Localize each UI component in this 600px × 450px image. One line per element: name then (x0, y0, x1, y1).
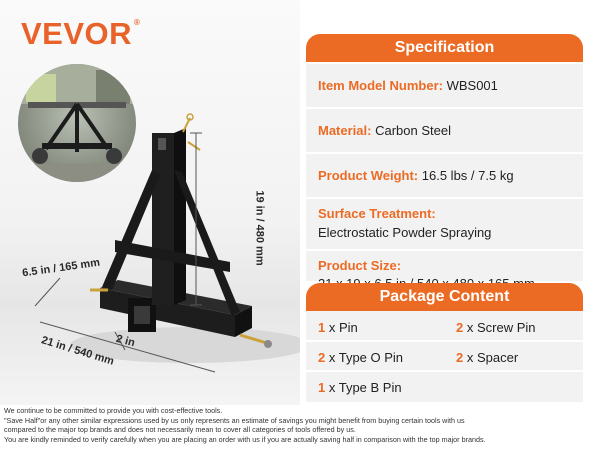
package-content-list: 1 x Pin 2 x Screw Pin 2 x Type O Pin 2 x… (306, 311, 583, 402)
height-dimension-label: 19 in / 480 mm (253, 190, 266, 266)
package-item: 2 x Type O Pin (318, 350, 404, 365)
spec-row-material: Material: Carbon Steel (306, 109, 583, 152)
hitch-product-image (34, 113, 300, 373)
spec-row-size-value (306, 270, 583, 281)
divider (306, 370, 583, 372)
spec-value: WBS001 (446, 78, 498, 93)
package-content-header: Package Content (306, 283, 583, 311)
divider (306, 249, 583, 251)
spec-value: Carbon Steel (375, 123, 451, 138)
spec-label: Surface Treatment: (318, 206, 436, 221)
package-item: 2 x Spacer (456, 350, 519, 365)
brand-logo: VEVOR® (21, 16, 141, 51)
divider (306, 107, 583, 109)
spec-label: Item Model Number: (318, 78, 443, 93)
spec-value: Electrostatic Powder Spraying (318, 225, 492, 240)
package-item: 1 x Type B Pin (318, 380, 402, 395)
disclaimer-text: We continue to be committed to provide y… (4, 406, 598, 444)
product-image-panel: VEVOR® (0, 0, 300, 405)
disclaimer-line: compared to the major top brands and doe… (4, 425, 356, 434)
package-item: 1 x Pin (318, 320, 358, 335)
divider (306, 197, 583, 199)
package-item: 2 x Screw Pin (456, 320, 536, 335)
specification-panel: Specification Item Model Number: WBS001 … (306, 34, 583, 402)
spec-label: Product Weight: (318, 168, 419, 183)
spec-row-surface: Surface Treatment: Electrostatic Powder … (306, 199, 583, 249)
spec-label: Product Size: (318, 258, 402, 273)
disclaimer-line: We continue to be committed to provide y… (4, 406, 223, 415)
specification-header: Specification (306, 34, 583, 62)
spec-value: 16.5 lbs / 7.5 kg (421, 168, 514, 183)
disclaimer-line: "Save Half"or any other similar expressi… (4, 415, 465, 425)
spec-row-model: Item Model Number: WBS001 (306, 64, 583, 107)
divider (306, 340, 583, 342)
spec-row-weight: Product Weight: 16.5 lbs / 7.5 kg (306, 154, 583, 197)
divider (306, 152, 583, 154)
spec-label: Material: (318, 123, 372, 138)
disclaimer-line: You are kindly reminded to verify carefu… (4, 434, 486, 444)
